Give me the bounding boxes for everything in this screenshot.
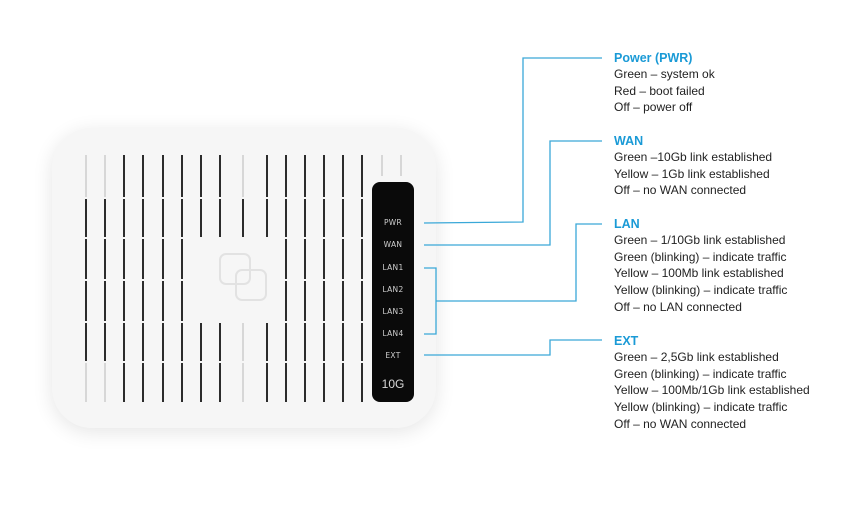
speed-badge: 10G <box>381 377 405 391</box>
led-label-lan3: LAN3 <box>382 307 404 316</box>
logo-icon <box>219 253 267 301</box>
vent-grille <box>85 155 402 402</box>
router-body <box>52 128 436 428</box>
led-label-lan4: LAN4 <box>382 329 404 338</box>
legend-title: LAN <box>614 217 640 231</box>
led-label-pwr: PWR <box>383 218 403 227</box>
legend-item: Green – system ok <box>614 67 715 81</box>
pwr-callout-line <box>423 57 602 224</box>
led-label-lan1: LAN1 <box>382 263 404 272</box>
legend-wan: WAN Green –10Gb link established Yellow … <box>614 133 772 199</box>
lan-callout-line <box>436 223 602 302</box>
legend-title: Power (PWR) <box>614 51 693 65</box>
legend-item: Green (blinking) – indicate traffic <box>614 366 787 381</box>
ext-callout-line <box>424 339 602 356</box>
legend-item: Yellow – 1Gb link established <box>614 166 770 181</box>
legend-item: Green – 1/10Gb link established <box>614 233 786 247</box>
legend-item: Yellow – 100Mb/1Gb link established <box>614 383 810 398</box>
wan-callout-line <box>424 140 602 246</box>
callout-lines <box>423 57 602 356</box>
legend-pwr: Power (PWR) Green – system ok Red – boot… <box>614 50 715 116</box>
legend-item: Yellow (blinking) – indicate traffic <box>614 400 788 415</box>
legend-title: WAN <box>614 134 644 148</box>
legend-item: Off – power off <box>614 100 693 115</box>
legend-lan: LAN Green – 1/10Gb link established Gree… <box>614 216 787 316</box>
legend-item: Off – no LAN connected <box>614 299 742 314</box>
legend-item: Red – boot failed <box>614 83 705 98</box>
led-label-ext: EXT <box>385 351 401 360</box>
legend-item: Yellow – 100Mb link established <box>614 266 784 281</box>
legend-title: EXT <box>614 334 639 348</box>
led-panel <box>372 182 414 402</box>
legend-item: Off – no WAN connected <box>614 183 747 198</box>
legend-item: Green –10Gb link established <box>614 150 773 164</box>
led-label-lan2: LAN2 <box>382 285 404 294</box>
legend-item: Green (blinking) – indicate traffic <box>614 249 787 264</box>
legend-item: Green – 2,5Gb link established <box>614 350 779 364</box>
legend-item: Off – no WAN connected <box>614 416 747 431</box>
legend-ext: EXT Green – 2,5Gb link established Green… <box>614 333 810 433</box>
legend-item: Yellow (blinking) – indicate traffic <box>614 283 788 298</box>
led-label-wan: WAN <box>383 240 403 249</box>
